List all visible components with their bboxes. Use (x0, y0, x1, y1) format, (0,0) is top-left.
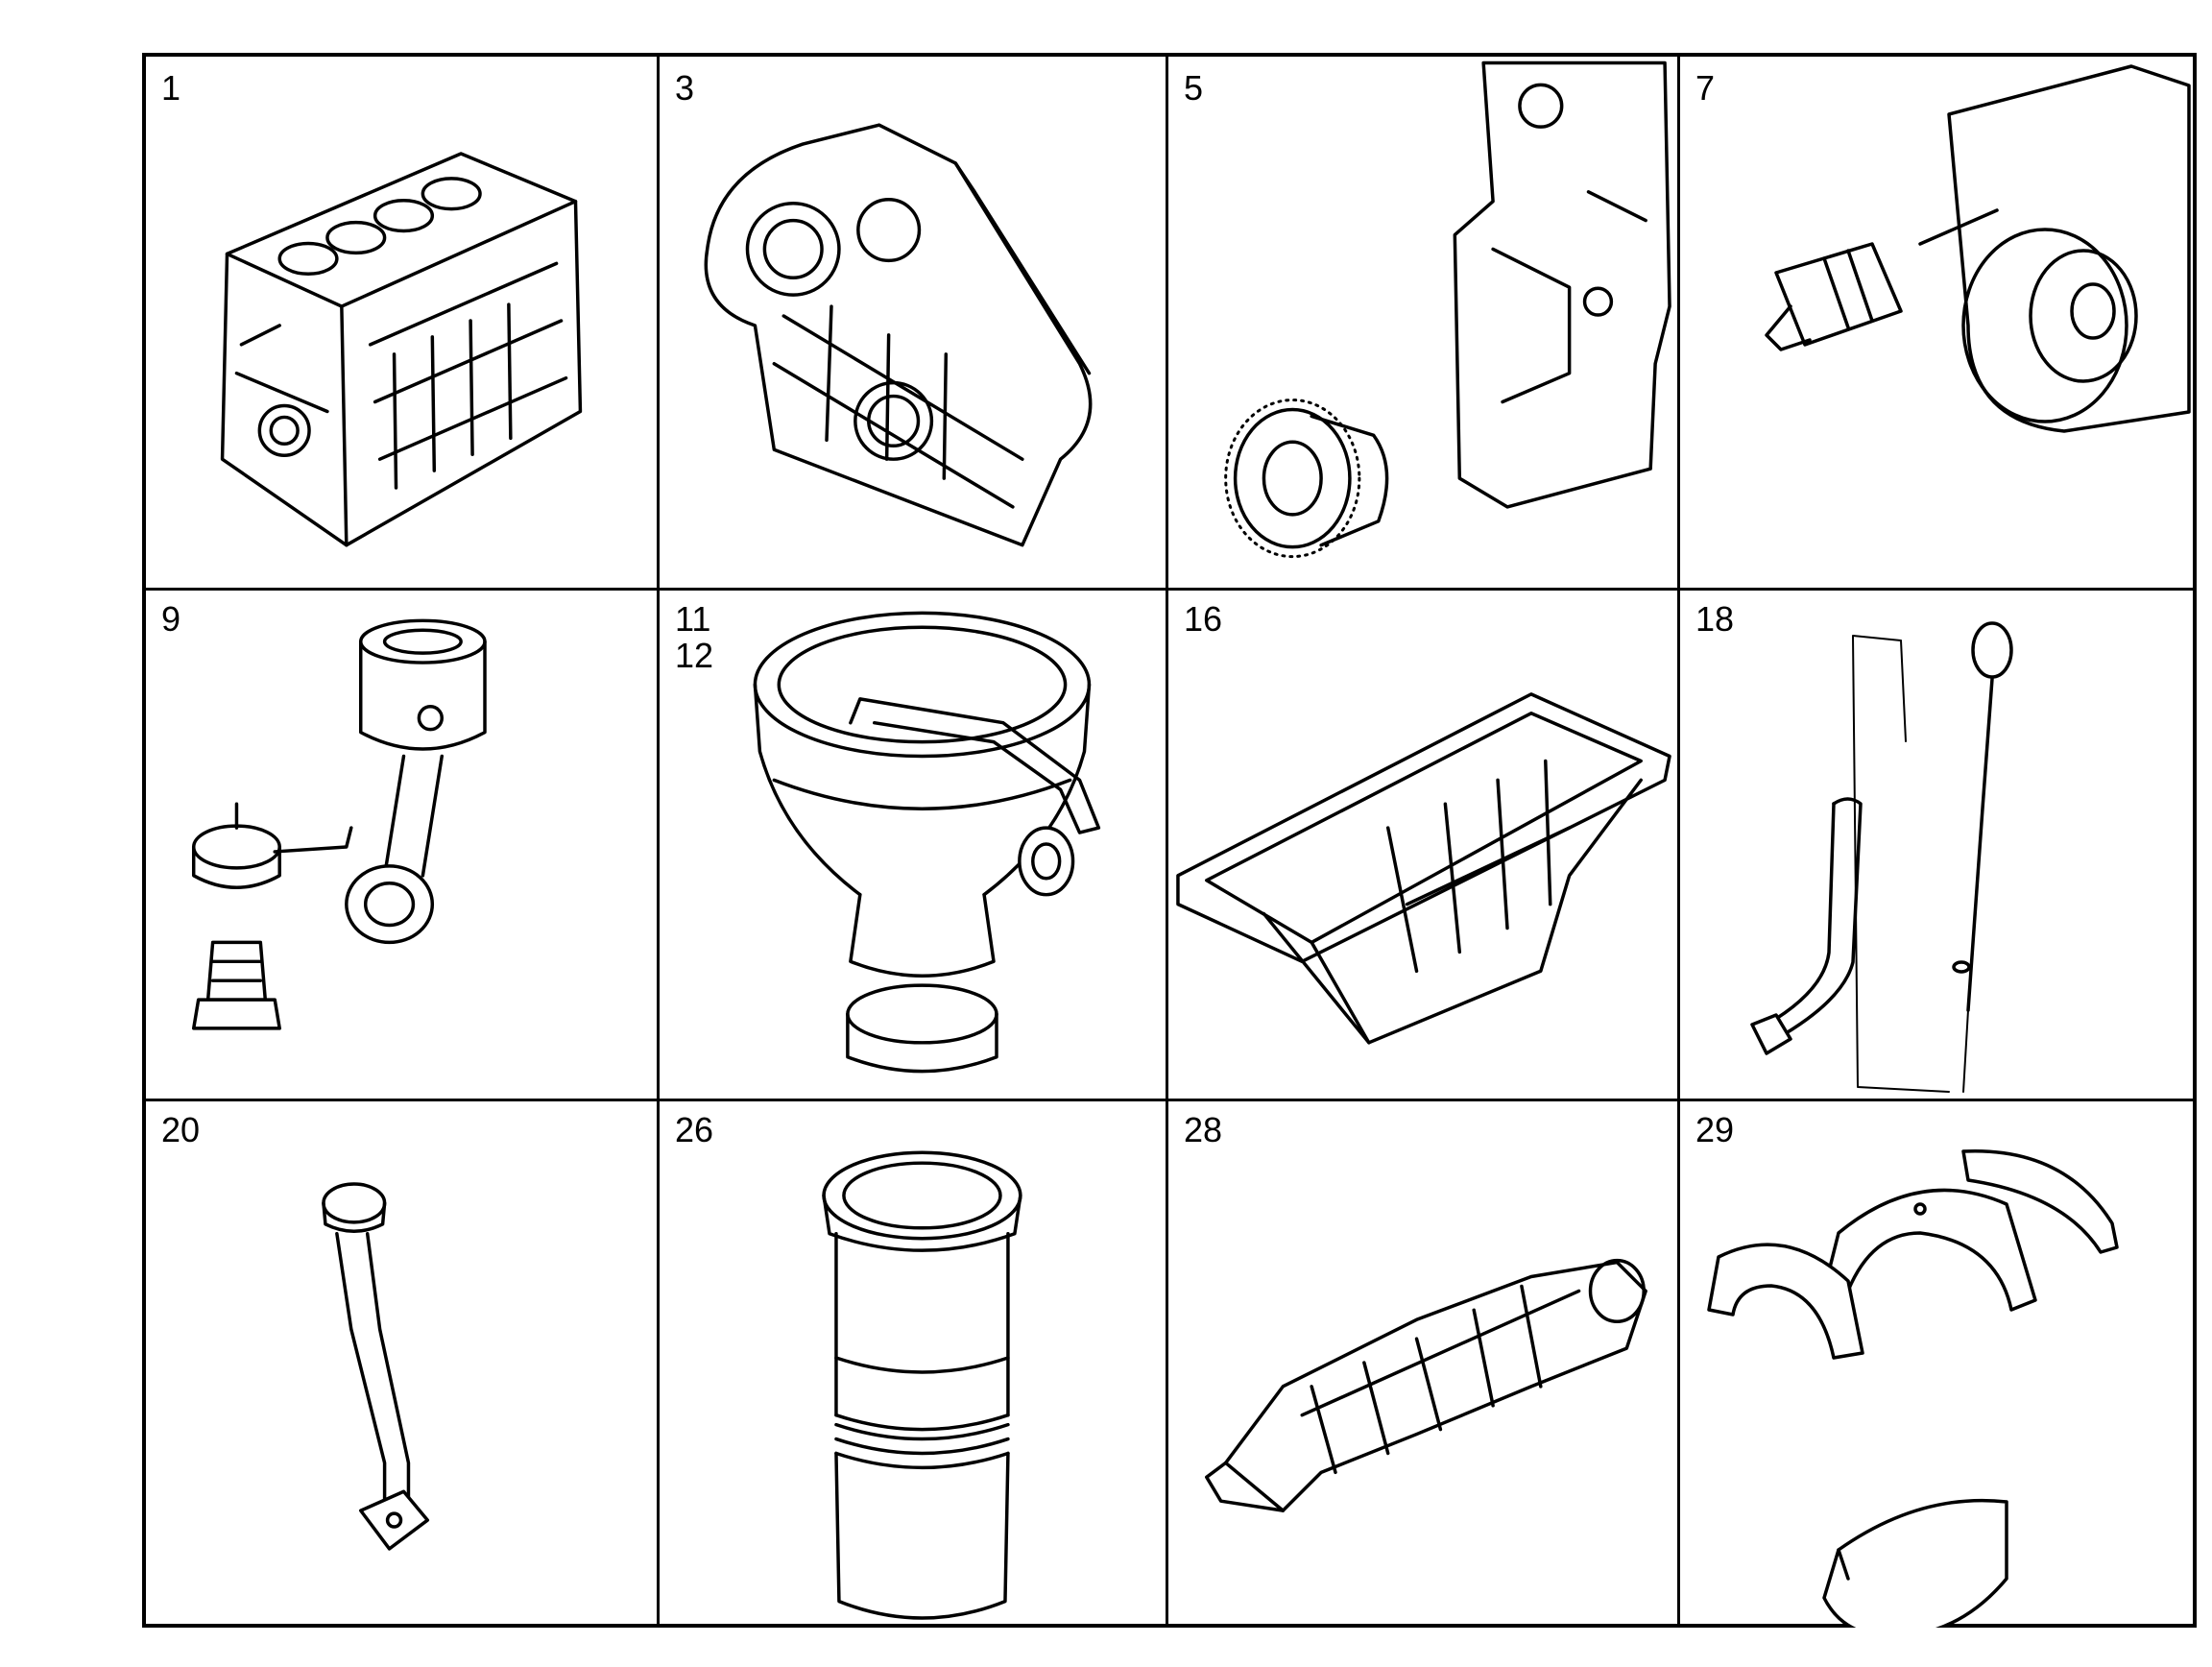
part-number: 20 (161, 1110, 201, 1149)
crankshaft-drawing (1205, 1258, 1647, 1512)
part-cell-11-12[interactable]: 11 12 (660, 588, 1168, 1099)
part-cell-9[interactable]: 9 (146, 588, 660, 1099)
idler-gear-drawing (1224, 60, 1671, 559)
part-cell-20[interactable]: 20 (146, 1099, 660, 1628)
part-number: 29 (1695, 1110, 1735, 1149)
part-cell-5[interactable]: 5 (1168, 57, 1680, 588)
part-number: 18 (1695, 599, 1735, 639)
oil-pan-drawing (1176, 692, 1671, 1045)
part-number: 5 (1184, 68, 1204, 108)
part-number: 3 (675, 68, 695, 108)
oil-suction-pipe-drawing (322, 1182, 430, 1551)
part-cell-28[interactable]: 28 (1168, 1099, 1680, 1628)
part-number: 9 (161, 599, 181, 639)
part-cell-16[interactable]: 16 (1168, 588, 1680, 1099)
grid-row-3: 20 26 28 (146, 1099, 2193, 1628)
oil-filter-housing-drawing (753, 611, 1101, 1074)
timing-gear-housing-drawing (704, 123, 1093, 547)
part-number: 7 (1695, 68, 1716, 108)
piston-connecting-rod-drawing (191, 618, 487, 1030)
part-cell-29[interactable]: 29 (1680, 1099, 2197, 1628)
part-number: 16 (1184, 599, 1223, 639)
part-number: 1 (161, 68, 181, 108)
part-number: 28 (1184, 1110, 1223, 1149)
parts-index-sheet: 1 3 5 (142, 53, 2197, 1628)
part-number: 26 (675, 1110, 714, 1149)
bearing-shells-drawing (1707, 1148, 2119, 1628)
grid-row-1: 1 3 5 (146, 57, 2193, 591)
cylinder-block-drawing (220, 152, 583, 547)
dipstick-tube-drawing (1750, 621, 2013, 1093)
cylinder-liner-drawing (822, 1150, 1022, 1620)
part-cell-1[interactable]: 1 (146, 57, 660, 588)
part-cell-18[interactable]: 18 (1680, 588, 2197, 1099)
part-cell-7[interactable]: 7 (1680, 57, 2197, 588)
part-number: 11 12 (675, 599, 714, 675)
oil-pressure-sensor-drawing (1765, 64, 2191, 433)
grid-row-2: 9 11 12 (146, 588, 2193, 1101)
part-cell-26[interactable]: 26 (660, 1099, 1168, 1628)
part-cell-3[interactable]: 3 (660, 57, 1168, 588)
